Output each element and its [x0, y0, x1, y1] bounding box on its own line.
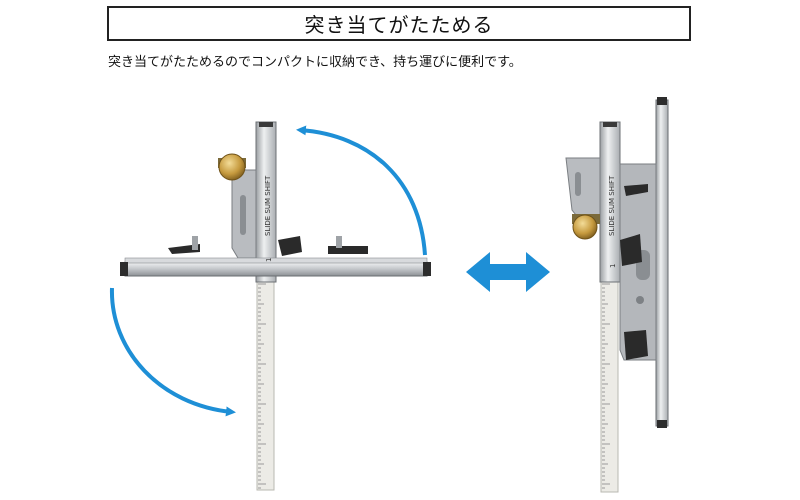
- left-ruler-blade: [256, 269, 275, 491]
- left-tool: SLIDE SUM SHIFT 1: [120, 121, 431, 491]
- left-product-label: SLIDE SUM SHIFT: [264, 175, 272, 236]
- rotate-ccw-arrow-icon: [296, 125, 427, 256]
- right-brand-mark: 1: [609, 264, 617, 268]
- page-subtitle: 突き当てがたためるのでコンパクトに収納でき、持ち運びに便利です。: [108, 55, 522, 70]
- left-knob-a: [168, 236, 200, 254]
- right-knob-b: [620, 234, 642, 266]
- right-product-label: SLIDE SUM SHIFT: [608, 175, 616, 236]
- double-arrow-icon: [466, 252, 550, 292]
- right-brass-knob: [572, 214, 600, 240]
- right-folded-base: [655, 99, 669, 427]
- right-bracket-plate: [565, 157, 601, 221]
- right-ruler-blade: [600, 269, 619, 493]
- left-horizontal-base: [124, 261, 428, 277]
- left-knob-b: [328, 236, 368, 254]
- left-brass-knob: [218, 153, 246, 181]
- page-title: 突き当てがたためる: [304, 13, 494, 37]
- right-tool: SLIDE SUM SHIFT 1: [565, 97, 669, 493]
- left-brand-mark: 1: [265, 258, 273, 262]
- left-knob-c: [278, 236, 302, 256]
- rotate-cw-arrow-icon: [109, 287, 236, 417]
- right-knob-a: [624, 184, 648, 196]
- title-box: 突き当てがたためる: [107, 6, 691, 41]
- right-knob-c: [624, 330, 648, 360]
